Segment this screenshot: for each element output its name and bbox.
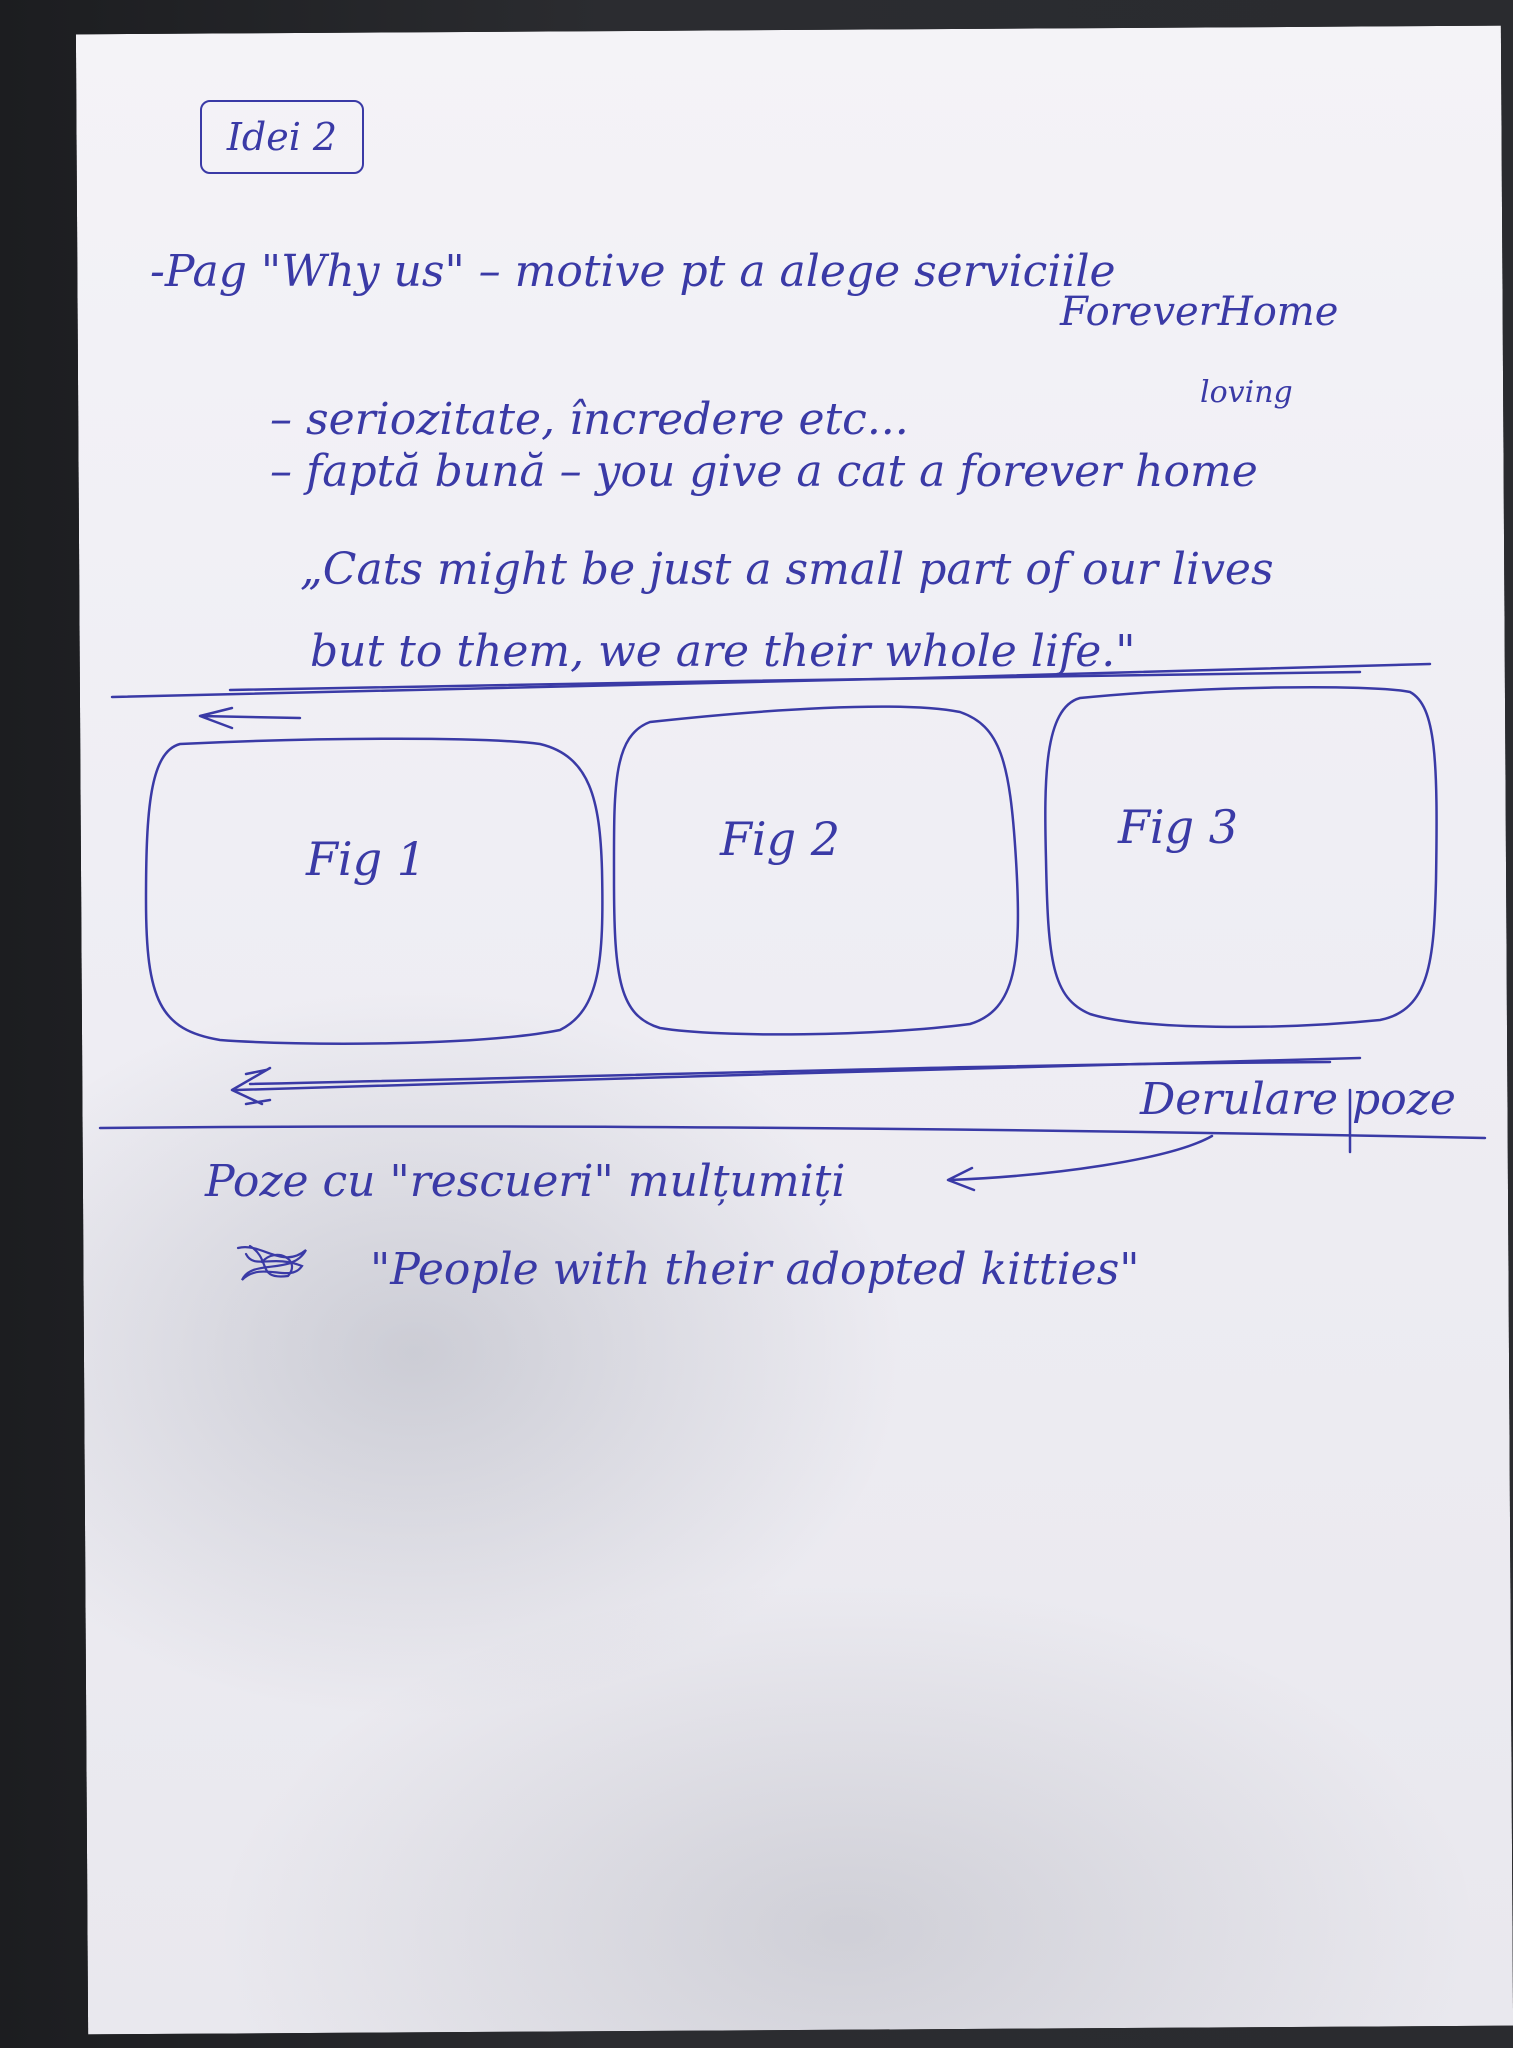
bottom-line-poze: Poze cu "rescueri" mulțumiți [205, 1156, 846, 1207]
quote-line-2: but to them, we are their whole life." [310, 626, 1136, 677]
bottom-line-people: "People with their adopted kitties" [370, 1244, 1140, 1295]
fig-label-2: Fig 2 [720, 812, 840, 866]
note-title-box: Idei 2 [200, 100, 364, 174]
note-title: Idei 2 [226, 115, 338, 159]
fig-label-1: Fig 1 [306, 832, 426, 886]
line-foreverhome: ForeverHome [1060, 289, 1339, 335]
scroll-label: Derulare poze [1140, 1074, 1456, 1125]
scribble-icon [236, 1244, 307, 1281]
insert-loving: loving [1200, 375, 1293, 410]
bullet-fapta-buna: – faptă bună – you give a cat a forever … [270, 446, 1258, 497]
fig-label-3: Fig 3 [1118, 800, 1238, 854]
bullet-seriozitate: – seriozitate, încredere etc... [270, 394, 909, 445]
line-why-us: -Pag "Why us" – motive pt a alege servic… [150, 246, 1116, 297]
quote-line-1: „Cats might be just a small part of our … [300, 544, 1274, 595]
